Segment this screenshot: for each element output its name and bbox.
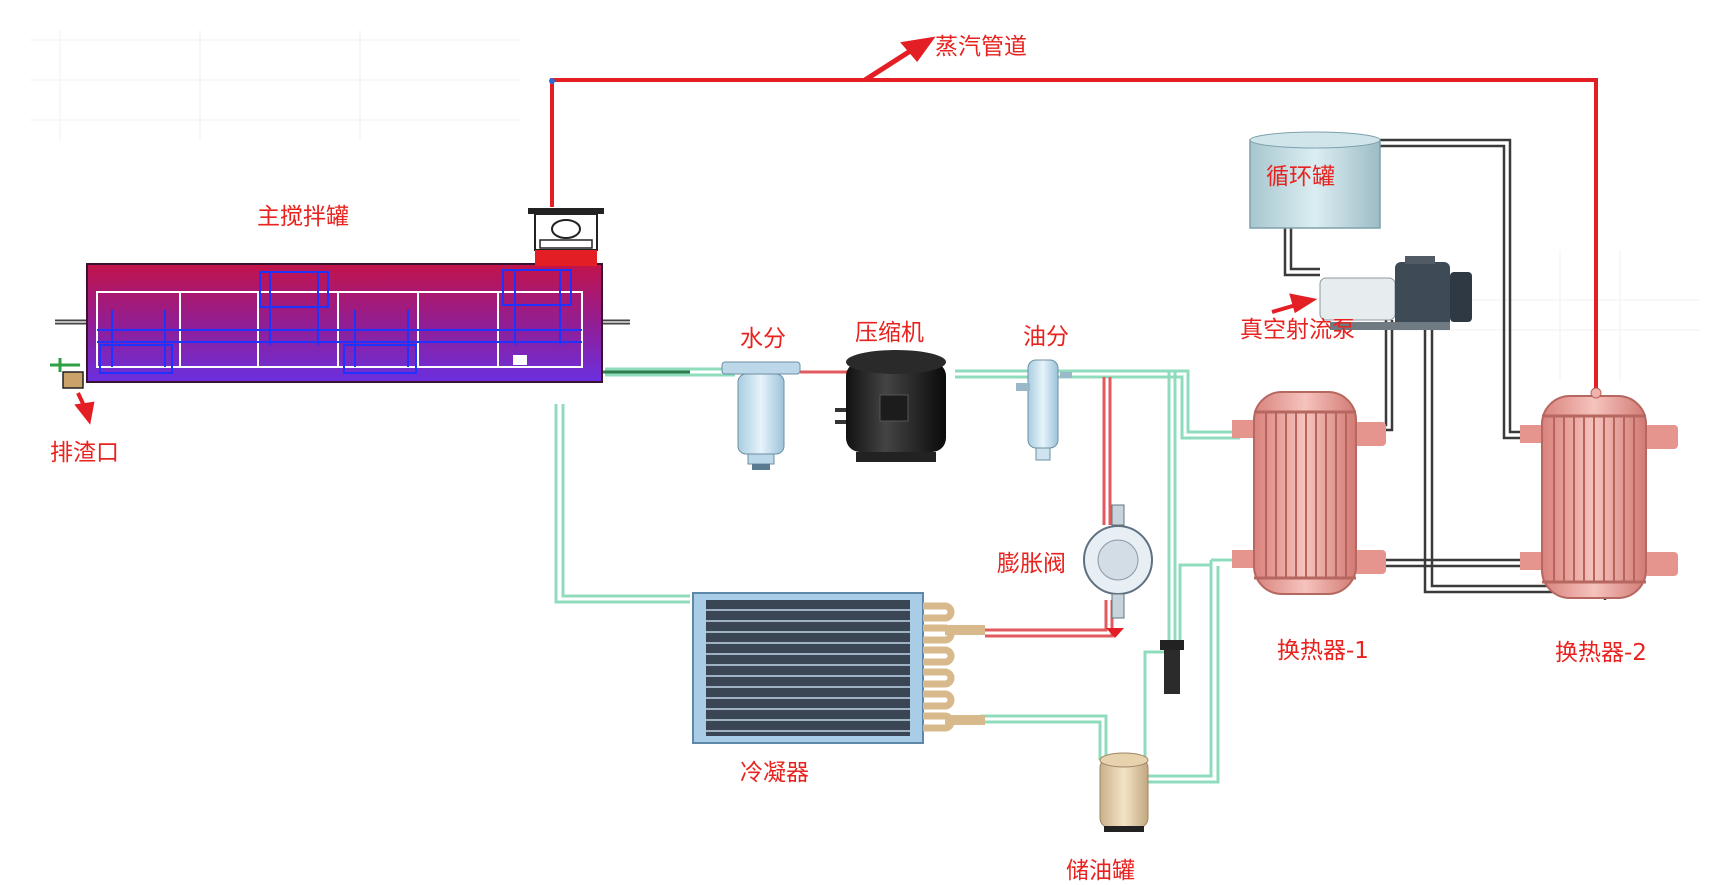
label-main-tank: 主搅拌罐 — [257, 204, 349, 230]
label-steam-pipe: 蒸汽管道 — [935, 34, 1027, 60]
label-heat-exchanger-1: 换热器-1 — [1277, 638, 1369, 664]
vacuum-jet-pump — [1319, 256, 1472, 330]
label-compressor: 压缩机 — [855, 320, 924, 346]
hot-pipes — [800, 370, 1114, 638]
refrigerant-pipes — [554, 367, 1240, 784]
oil-separator — [1016, 359, 1072, 461]
condenser — [692, 592, 985, 744]
heat-exchanger-2 — [1520, 387, 1678, 599]
label-vacuum-jet-pump: 真空射流泵 — [1240, 317, 1355, 343]
slag-outlet-fitting — [50, 358, 84, 389]
vacuum-pump-arrow — [1271, 293, 1318, 314]
steam-pipe-joint — [549, 78, 555, 84]
expansion-valve — [1083, 504, 1153, 638]
label-slag-outlet: 排渣口 — [50, 440, 119, 466]
label-water-separator: 水分 — [740, 326, 786, 352]
heat-exchanger-1 — [1232, 391, 1386, 595]
label-condenser: 冷凝器 — [740, 760, 809, 786]
label-heat-exchanger-2: 换热器-2 — [1555, 640, 1647, 666]
oil-storage-tank — [1099, 752, 1149, 832]
slag-outlet-arrow — [74, 392, 95, 425]
tank-outlet-housing — [528, 208, 604, 266]
label-circulation-tank: 循环罐 — [1266, 164, 1335, 190]
filter-drier — [1160, 640, 1184, 694]
label-oil-tank: 储油罐 — [1066, 858, 1135, 884]
main-stirring-tank — [55, 263, 630, 383]
label-oil-separator: 油分 — [1023, 324, 1069, 350]
water-separator — [721, 361, 801, 470]
compressor — [835, 350, 946, 462]
steam-pipe-arrow — [863, 36, 936, 83]
circulation-tank — [1249, 131, 1381, 229]
label-expansion-valve: 膨胀阀 — [997, 551, 1066, 577]
steam-pipe — [550, 78, 1598, 395]
